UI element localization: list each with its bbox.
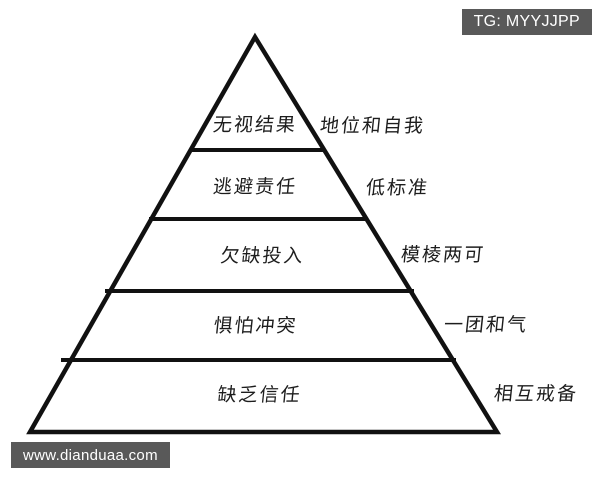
pyramid-level-5-inner-label: 缺乏信任 — [216, 384, 303, 406]
pyramid-level-3-inner-label: 欠缺投入 — [219, 245, 306, 267]
pyramid-level-1-outer-label: 地位和自我 — [318, 115, 427, 137]
pyramid-level-2-inner-label: 逃避责任 — [211, 176, 299, 198]
pyramid-level-1-inner-label: 无视结果 — [211, 114, 299, 136]
website-watermark: www.dianduaa.com — [11, 442, 170, 468]
pyramid-level-5-outer-label: 相互戒备 — [492, 383, 580, 405]
pyramid-triangle — [26, 32, 502, 435]
telegram-tag-watermark: TG: MYYJJPP — [461, 9, 592, 35]
pyramid-level-2-outer-label: 低标准 — [364, 177, 431, 199]
pyramid-level-3-outer-label: 模棱两可 — [399, 244, 487, 266]
pyramid-level-4-outer-label: 一团和气 — [442, 314, 530, 336]
pyramid-level-4-inner-label: 惧怕冲突 — [212, 315, 299, 337]
